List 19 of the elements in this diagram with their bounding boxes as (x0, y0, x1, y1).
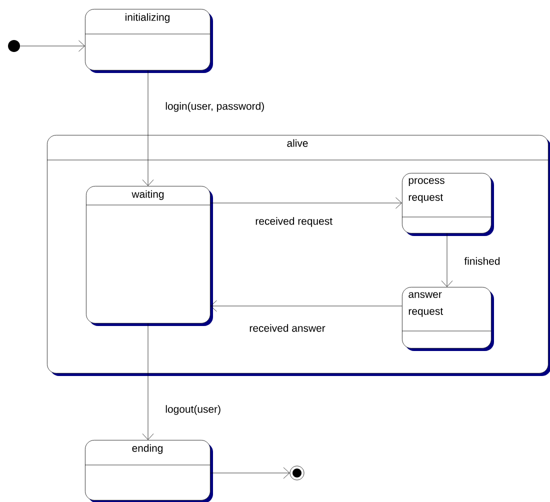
final-state (290, 466, 304, 480)
state-box: waiting (86, 186, 213, 326)
arrow (210, 467, 290, 479)
arrow (142, 323, 154, 440)
state-box: answer request (402, 287, 494, 351)
state-box: initializing (84, 9, 213, 73)
arrow (20, 40, 85, 52)
arrow (441, 233, 453, 287)
state-box: ending (84, 440, 213, 502)
edge-label: received answer (248, 323, 326, 333)
arrow (210, 197, 402, 209)
state-box: process request (402, 173, 494, 236)
edge-label: logout(user) (164, 404, 222, 416)
edge-label: login(user, password) (164, 101, 266, 113)
edge-label: received request (254, 216, 334, 228)
arrow (210, 300, 402, 312)
edge-label: finished (463, 256, 502, 266)
arrow (142, 70, 154, 186)
initial-state (8, 40, 20, 52)
